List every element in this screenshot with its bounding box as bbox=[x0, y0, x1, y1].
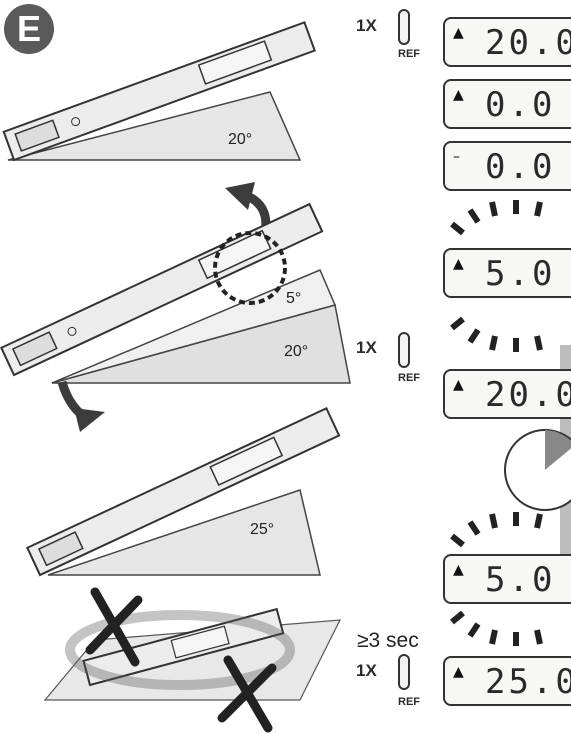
hold-time-label: ≥3 sec bbox=[357, 629, 419, 652]
cross-icon-right bbox=[217, 655, 277, 733]
lcd-display-3: – 0.0 bbox=[443, 141, 571, 191]
lcd-value: 0.0 bbox=[485, 85, 556, 125]
angle-wedge-lower bbox=[47, 489, 321, 576]
lcd-indicator: ▲ bbox=[453, 25, 464, 41]
lcd-indicator: ▲ bbox=[453, 664, 464, 680]
level-device-lower bbox=[25, 407, 341, 577]
lcd-display-4: ▲ 5.0 bbox=[443, 248, 571, 298]
highlight-ring bbox=[213, 231, 287, 305]
angle-label-25: 25° bbox=[250, 521, 275, 538]
press-count-label: 1X bbox=[356, 16, 377, 35]
cross-icon-left bbox=[85, 587, 143, 667]
section-badge: E bbox=[4, 4, 54, 54]
ref-label: REF bbox=[398, 372, 420, 384]
lcd-display-5: ▲ 20.0 bbox=[443, 369, 571, 419]
lcd-indicator: ▲ bbox=[453, 562, 464, 578]
lcd-value: 20.0 bbox=[485, 23, 571, 63]
arrow-up-icon bbox=[225, 182, 271, 233]
ref-label: REF bbox=[398, 696, 420, 708]
level-device-top bbox=[2, 21, 316, 162]
rotation-arrow-icon bbox=[65, 610, 295, 690]
lcd-indicator: ▲ bbox=[453, 377, 464, 393]
lcd-value: 20.0 bbox=[485, 375, 571, 415]
lcd-value: 5.0 bbox=[485, 254, 556, 294]
angle-label-20-top: 20° bbox=[228, 131, 253, 148]
lcd-display-7: ▲ 25.0 bbox=[443, 656, 571, 706]
lcd-display-6: ▲ 5.0 bbox=[443, 554, 571, 604]
lcd-indicator: ▲ bbox=[453, 256, 464, 272]
angle-label-20-middle: 20° bbox=[284, 343, 309, 360]
lcd-value: 5.0 bbox=[485, 560, 556, 600]
angle-wedge-middle bbox=[51, 269, 351, 384]
press-count-label: 1X bbox=[356, 338, 377, 357]
angle-label-5: 5° bbox=[286, 290, 302, 307]
angle-wedge-top bbox=[7, 91, 302, 161]
ref-label: REF bbox=[398, 48, 420, 60]
lcd-display-1: ▲ 20.0 bbox=[443, 17, 571, 67]
press-count-label: 1X bbox=[356, 661, 377, 680]
lcd-indicator: – bbox=[453, 149, 460, 165]
ref-button-icon bbox=[398, 9, 410, 690]
timer-clock-icon bbox=[504, 345, 571, 555]
lcd-indicator: ▲ bbox=[453, 87, 464, 103]
arrow-down-icon bbox=[57, 380, 105, 432]
lcd-value: 0.0 bbox=[485, 147, 556, 187]
lcd-display-2: ▲ 0.0 bbox=[443, 79, 571, 129]
blink-rays-1 bbox=[450, 200, 543, 352]
lcd-value: 25.0 bbox=[485, 662, 571, 702]
blink-rays-2 bbox=[450, 512, 543, 646]
